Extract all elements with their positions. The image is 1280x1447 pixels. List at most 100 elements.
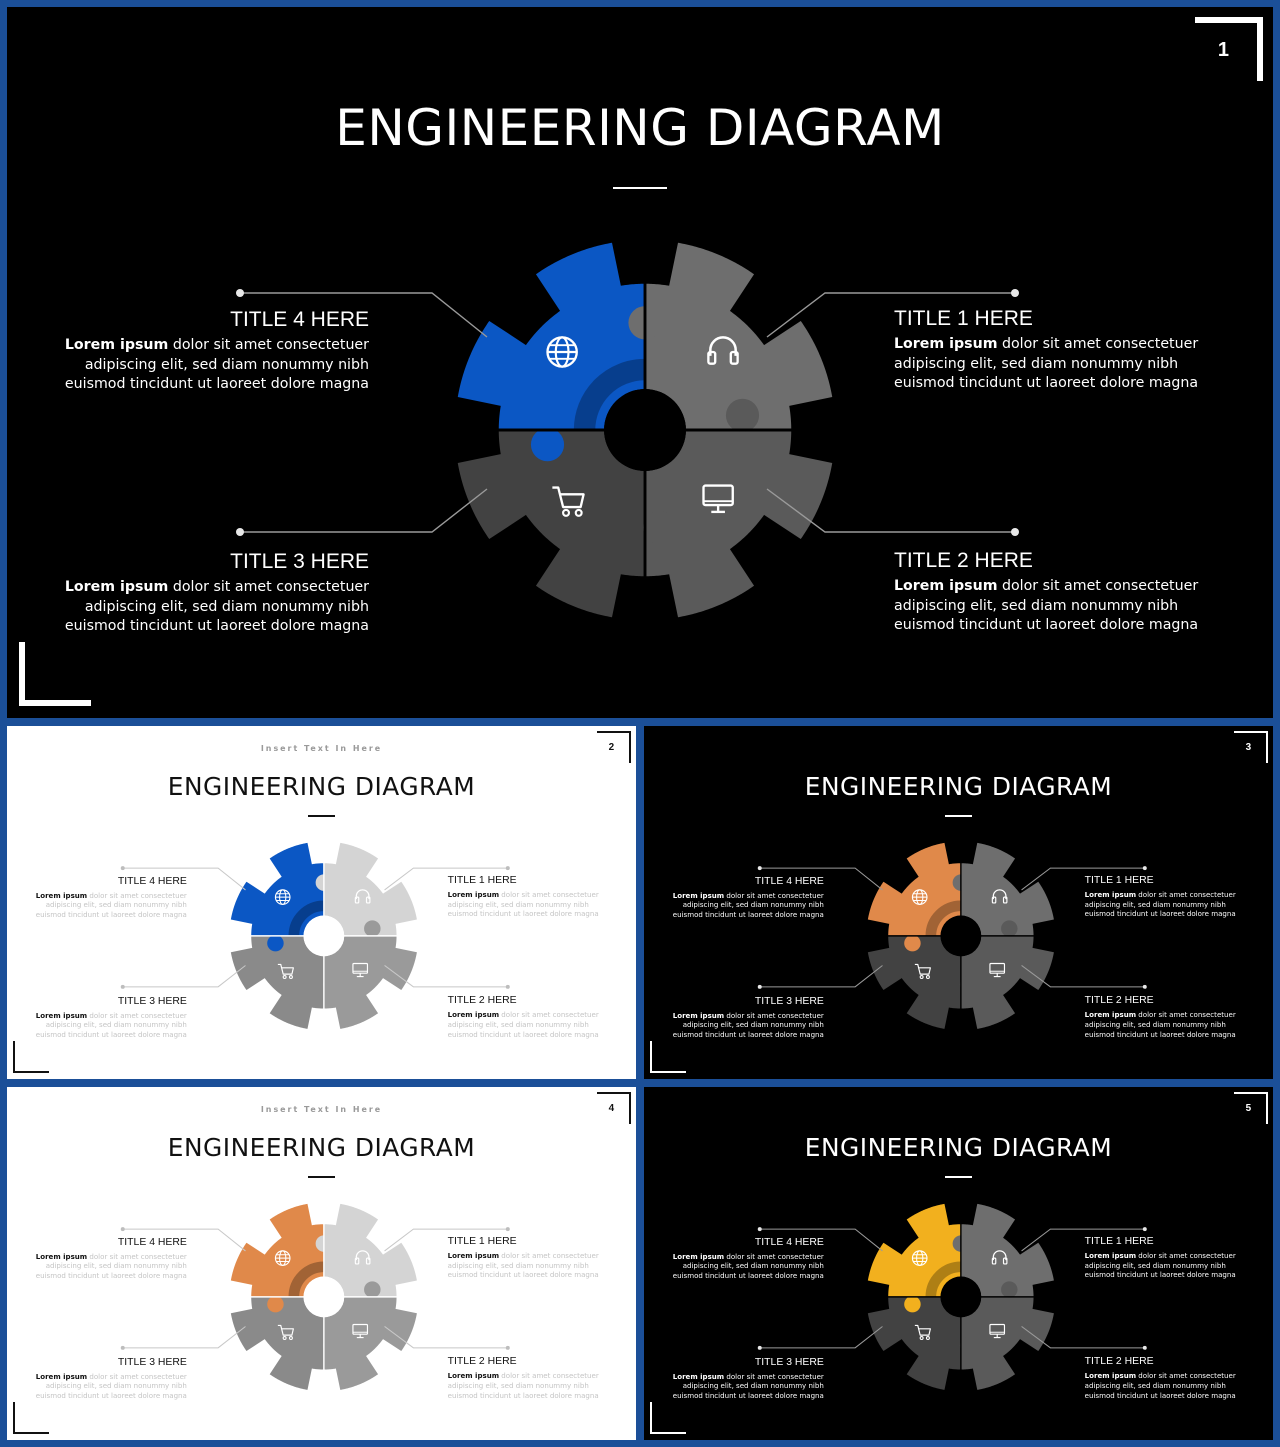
corner-marker-bottom-left (19, 642, 91, 706)
leader-line-1-dot (1011, 289, 1019, 297)
gear-segment-2[interactable] (960, 1297, 1054, 1391)
gear-segment-4[interactable] (230, 843, 324, 937)
gear-segment-4[interactable] (230, 1204, 324, 1298)
monitor-icon (352, 963, 369, 978)
corner-marker-bottom-left (12, 1041, 49, 1074)
puzzle-knob-2 (1001, 920, 1018, 938)
shopping-cart-icon (277, 1325, 295, 1341)
gear-segment-3[interactable] (230, 1297, 324, 1391)
gear-segment-4[interactable] (457, 242, 645, 430)
puzzle-knob-4 (904, 1296, 921, 1313)
title-underline (945, 815, 972, 818)
gear-segment-3[interactable] (457, 430, 645, 618)
gear-segment-3[interactable] (867, 936, 961, 1030)
gear-segment-1[interactable] (960, 1204, 1054, 1298)
corner-marker-bottom-left (649, 1041, 686, 1074)
monitor-icon (702, 484, 734, 514)
info-block-body: Lorem ipsum dolor sit amet consectetuer … (448, 890, 607, 919)
puzzle-knob-2 (364, 920, 381, 938)
gear-segment-2[interactable] (645, 430, 833, 618)
info-block-text: dolor sit amet consectetuer adipiscing e… (894, 578, 1199, 633)
gear-segment-2[interactable] (323, 1297, 417, 1391)
headphones-icon (991, 1250, 1008, 1265)
gear-inner-ring (925, 1261, 962, 1298)
gear-segment-2[interactable] (323, 936, 417, 1030)
info-block-body: Lorem ipsum dolor sit amet consectetuer … (665, 1252, 824, 1281)
slide-number: 2 (608, 741, 615, 753)
title-underline (308, 815, 335, 818)
slide-number: 4 (608, 1102, 615, 1114)
shopping-cart-icon (914, 1325, 932, 1341)
corner-marker-bottom-left (649, 1402, 686, 1435)
gear-segment-1[interactable] (323, 1204, 417, 1298)
info-block-title: TITLE 2 HERE (1084, 1356, 1154, 1368)
gear-diagram (454, 239, 836, 621)
info-block-title: TITLE 4 HERE (117, 1236, 187, 1248)
leader-line-1-dot (1142, 1227, 1147, 1232)
gear-segment-1[interactable] (323, 843, 417, 937)
info-block-text: dolor sit amet consectetuer adipiscing e… (447, 1251, 599, 1280)
leader-line-3-dot (757, 1345, 762, 1350)
info-block-body: Lorem ipsum dolor sit amet consectetuer … (665, 1372, 824, 1401)
info-block-lead: Lorem ipsum (1084, 1251, 1137, 1261)
corner-marker-top-right (597, 730, 632, 763)
info-block-text: dolor sit amet consectetuer adipiscing e… (894, 336, 1199, 391)
leader-line-2-dot (1142, 1345, 1147, 1350)
info-block-title: TITLE 4 HERE (117, 875, 187, 887)
gear-segment-1[interactable] (645, 242, 833, 430)
info-block-2: TITLE 2 HERE Lorem ipsum dolor sit amet c… (894, 549, 1214, 636)
puzzle-knob-3 (960, 1337, 977, 1354)
info-block-body: Lorem ipsum dolor sit amet consectetuer … (1085, 1251, 1244, 1280)
info-block-title: TITLE 2 HERE (894, 549, 1033, 572)
leader-line-4-dot (236, 289, 244, 297)
gear-center-hole (303, 1276, 345, 1318)
corner-marker-top-right (1234, 730, 1269, 763)
gear-center-hole (303, 915, 345, 957)
info-block-text: dolor sit amet consectetuer adipiscing e… (35, 1010, 187, 1040)
globe-icon (911, 1250, 928, 1267)
slide-subtitle: Insert Text In Here (260, 1104, 383, 1114)
monitor-icon (989, 1324, 1006, 1339)
gear-segment-1[interactable] (960, 843, 1054, 937)
info-block-title: TITLE 1 HERE (894, 307, 1033, 330)
info-block-body: Lorem ipsum dolor sit amet consectetuer … (894, 335, 1214, 394)
gear-segment-3[interactable] (230, 936, 324, 1030)
puzzle-knob-4 (267, 935, 284, 952)
gear-segment-4[interactable] (867, 1204, 961, 1298)
info-block-text: dolor sit amet consectetuer adipiscing e… (1084, 1010, 1236, 1039)
gear-segment-4[interactable] (867, 843, 961, 937)
info-block-text: dolor sit amet consectetuer adipiscing e… (447, 1010, 599, 1039)
gear-segment-3[interactable] (867, 1297, 961, 1391)
leader-line-3-dot (120, 1345, 125, 1350)
leader-line-3-dot (757, 984, 762, 989)
globe-icon (546, 336, 578, 368)
leader-line-4-dot (120, 1227, 125, 1232)
slide-title: ENGINEERING DIAGRAM (167, 771, 476, 801)
info-block-lead: Lorem ipsum (447, 1251, 500, 1261)
gear-inner-ring (288, 900, 325, 937)
gear-segment-2[interactable] (960, 936, 1054, 1030)
info-block-body: Lorem ipsum dolor sit amet consectetuer … (665, 1011, 824, 1040)
info-block-body: Lorem ipsum dolor sit amet consectetuer … (894, 577, 1214, 636)
puzzle-knob-2 (725, 398, 760, 432)
info-block-text: dolor sit amet consectetuer adipiscing e… (1084, 890, 1236, 919)
info-block-lead: Lorem ipsum (672, 1251, 725, 1261)
corner-marker-bottom-left (12, 1402, 49, 1435)
headphones-icon (354, 889, 371, 904)
info-block-lead: Lorem ipsum (447, 1371, 500, 1381)
info-block-1: TITLE 1 HERE Lorem ipsum dolor sit amet c… (894, 307, 1214, 394)
info-block-text: dolor sit amet consectetuer adipiscing e… (672, 1010, 824, 1040)
headphones-icon (707, 336, 739, 365)
globe-icon (911, 889, 928, 906)
